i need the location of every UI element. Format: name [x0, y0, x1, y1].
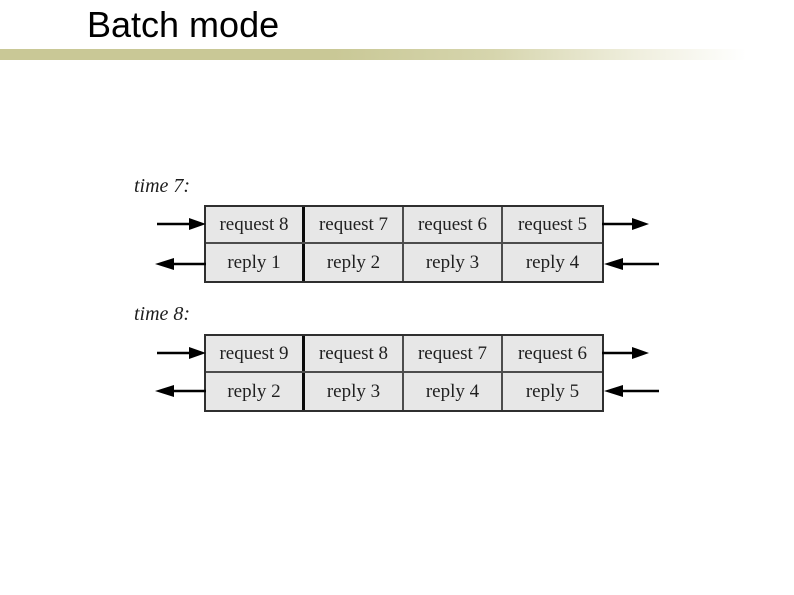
- reply-cell: reply 4: [503, 244, 602, 281]
- request-cell: request 5: [503, 207, 602, 242]
- request-cell: request 6: [503, 336, 602, 371]
- request-cell: request 7: [305, 207, 404, 242]
- arrow-left-icon: [604, 383, 659, 399]
- request-cell: request 6: [404, 207, 503, 242]
- request-cell: request 7: [404, 336, 503, 371]
- arrow-right-icon: [157, 345, 206, 361]
- arrow-left-icon: [155, 256, 206, 272]
- page-title: Batch mode: [87, 4, 280, 45]
- reply-cell: reply 2: [305, 244, 404, 281]
- arrow-left-icon: [155, 383, 206, 399]
- reply-cell: reply 1: [206, 244, 305, 281]
- reply-cell: reply 5: [503, 373, 602, 410]
- request-row: request 8 request 7 request 6 request 5: [206, 207, 602, 244]
- request-cell: request 8: [206, 207, 305, 242]
- reply-row: reply 1 reply 2 reply 3 reply 4: [206, 244, 602, 281]
- request-row: request 9 request 8 request 7 request 6: [206, 336, 602, 373]
- arrow-right-icon: [157, 216, 206, 232]
- request-cell: request 9: [206, 336, 305, 371]
- queue-table-snapshot-2: request 9 request 8 request 7 request 6 …: [204, 334, 604, 412]
- reply-cell: reply 3: [305, 373, 404, 410]
- reply-cell: reply 4: [404, 373, 503, 410]
- reply-cell: reply 3: [404, 244, 503, 281]
- title-accent-bar: [0, 49, 794, 60]
- time-label-snapshot-1: time 7:: [134, 175, 191, 197]
- arrow-left-icon: [604, 256, 659, 272]
- arrow-right-icon: [602, 345, 649, 361]
- reply-cell: reply 2: [206, 373, 305, 410]
- queue-table-snapshot-1: request 8 request 7 request 6 request 5 …: [204, 205, 604, 283]
- request-cell: request 8: [305, 336, 404, 371]
- arrow-right-icon: [602, 216, 649, 232]
- time-label-snapshot-2: time 8:: [134, 303, 191, 325]
- reply-row: reply 2 reply 3 reply 4 reply 5: [206, 373, 602, 410]
